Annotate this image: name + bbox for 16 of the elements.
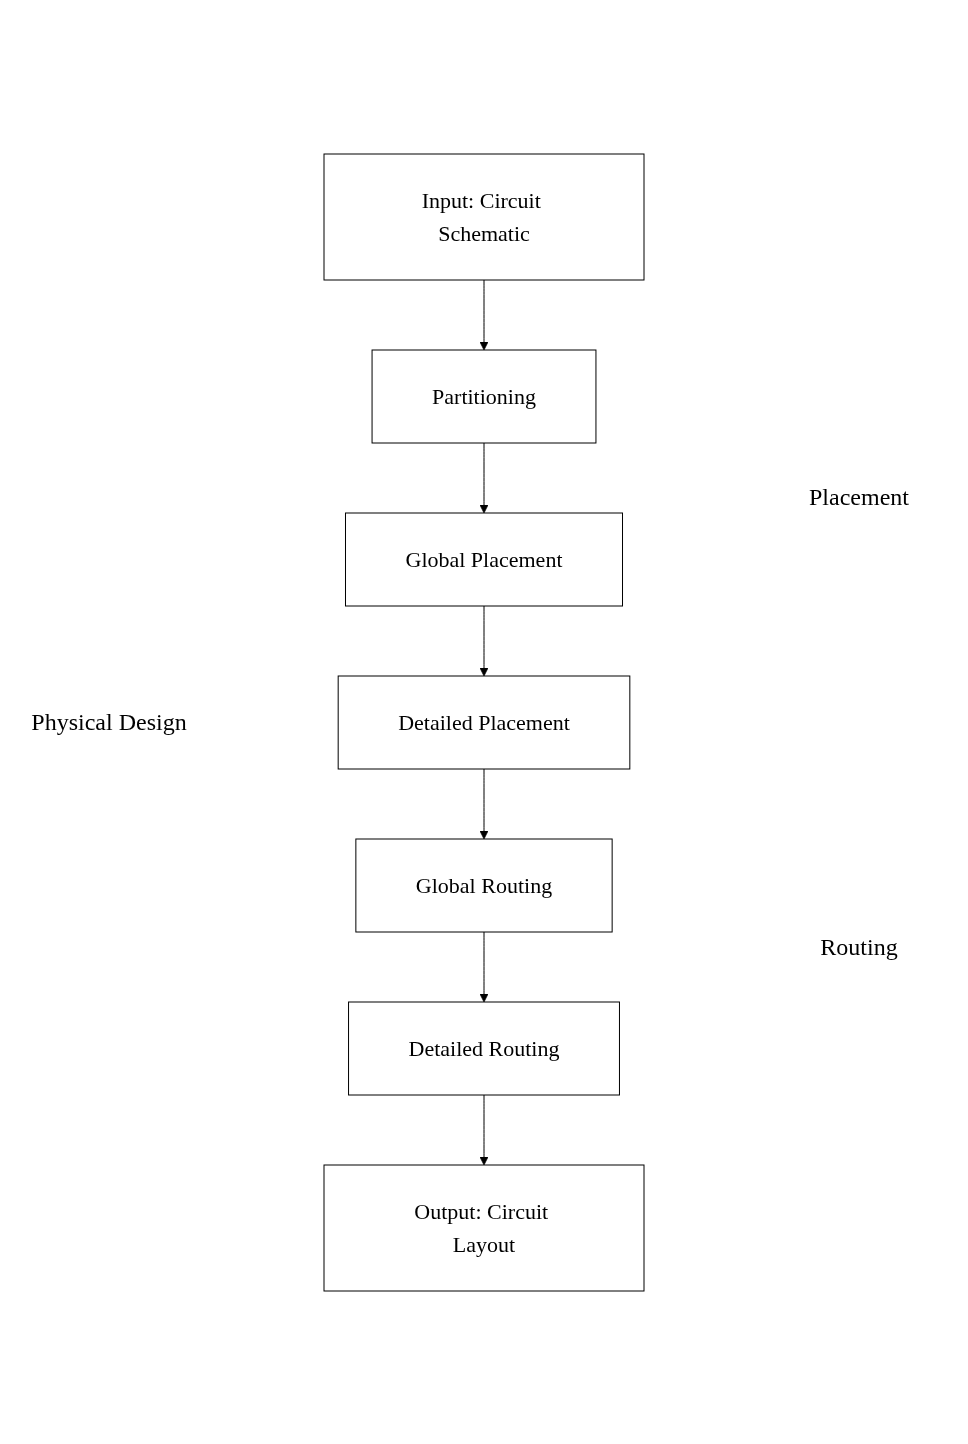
arrow [479, 768, 489, 839]
node-box: Global Placement [345, 512, 623, 606]
node-box: Input: Circuit Schematic [323, 153, 645, 280]
arrow [479, 442, 489, 513]
node-box: Global Routing [355, 838, 613, 932]
arrow [479, 931, 489, 1002]
bracket-label: Routing [820, 933, 898, 961]
bracket-label: Physical Design [31, 708, 187, 736]
arrow [479, 279, 489, 350]
node-box: Partitioning [371, 349, 597, 443]
bracket-label: Placement [809, 483, 909, 511]
node-box: Detailed Placement [337, 675, 631, 769]
node-box: Output: Circuit Layout [323, 1164, 645, 1291]
arrow [479, 1094, 489, 1165]
node-box: Detailed Routing [348, 1001, 620, 1095]
arrow [479, 605, 489, 676]
